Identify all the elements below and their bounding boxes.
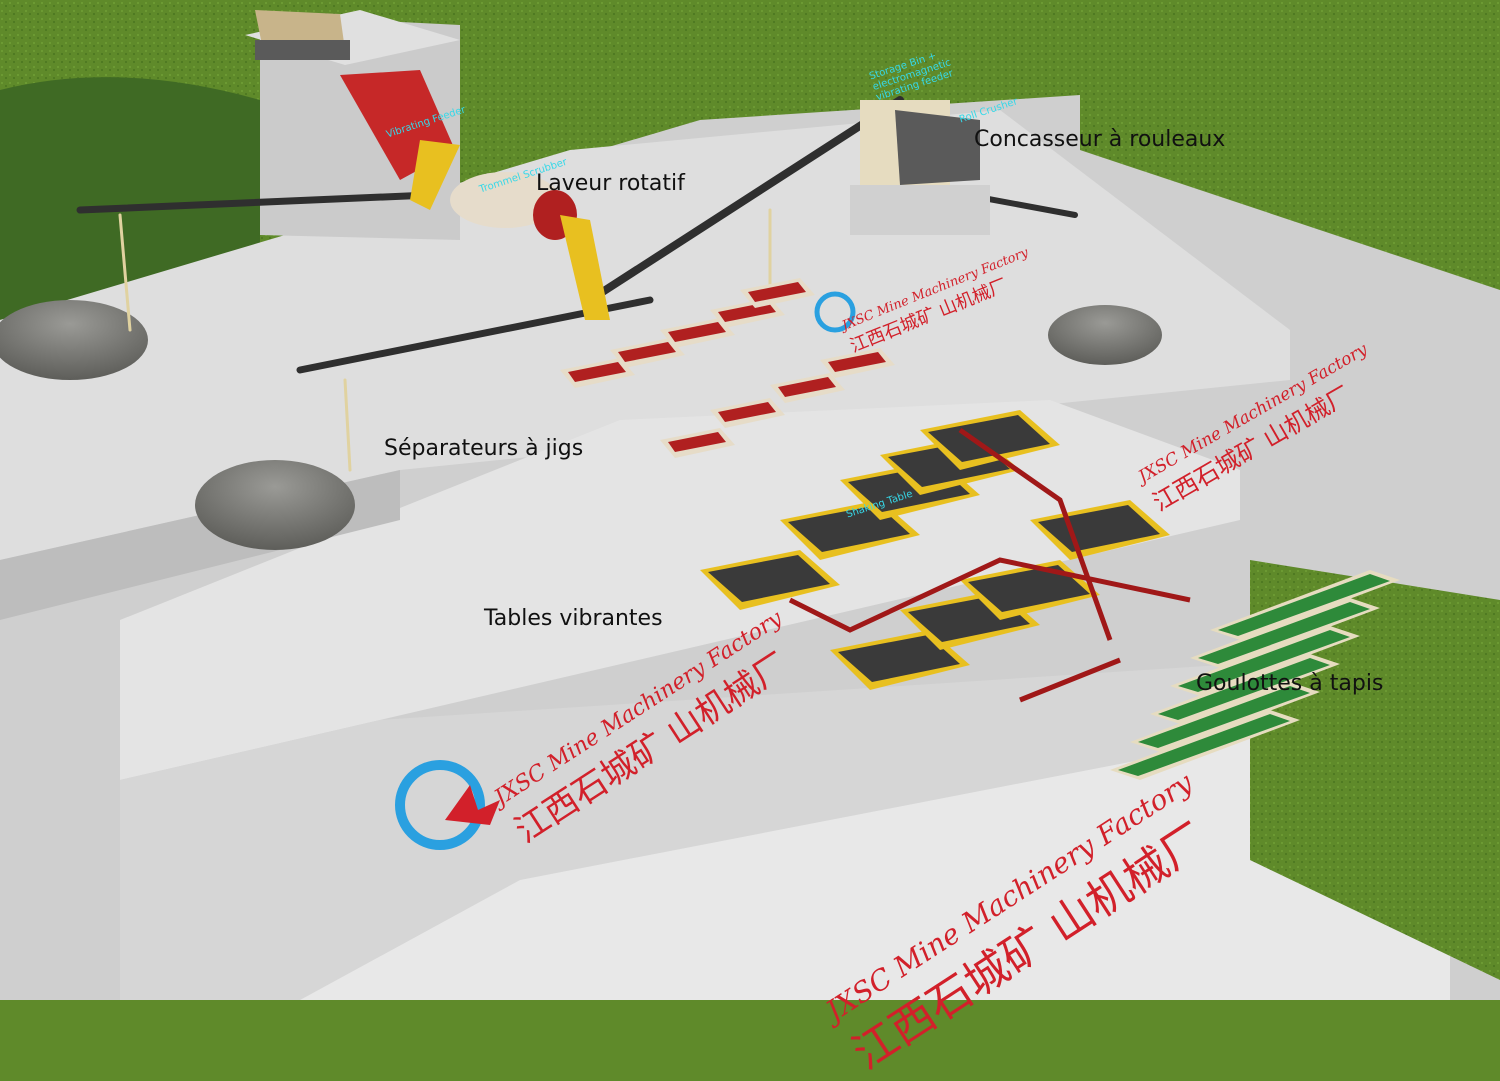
roll-crusher — [850, 100, 990, 235]
dump-truck — [255, 10, 350, 60]
jig-bed — [668, 322, 726, 342]
jig-bed — [718, 402, 776, 422]
sluice-carpet — [1198, 602, 1370, 664]
jig-bed — [828, 352, 886, 372]
label-sluices: Goulottes à tapis — [1196, 671, 1384, 696]
sluice-carpet — [1138, 686, 1310, 748]
sluice-carpet — [1218, 574, 1390, 636]
table-deck — [838, 635, 960, 682]
sluice-carpet — [1178, 630, 1350, 692]
logo-icon — [395, 291, 856, 850]
jig-bed — [748, 282, 806, 302]
stockpile — [0, 300, 148, 380]
table-deck — [928, 415, 1050, 462]
label-tables: Tables vibrantes — [484, 606, 663, 631]
label-crusher: Concasseur à rouleaux — [974, 127, 1226, 152]
sluice-carpet — [1118, 714, 1290, 776]
trommel-scrubber — [450, 172, 610, 320]
jig-bed — [568, 362, 626, 382]
stockpile — [1048, 305, 1162, 365]
table-deck — [968, 565, 1090, 612]
jig-bed — [668, 432, 726, 452]
stockpile — [195, 460, 355, 550]
jig-bed — [778, 377, 836, 397]
slurry-pipes — [788, 427, 1191, 703]
plant-scene — [0, 0, 1500, 1000]
sluice-carpet — [1158, 658, 1330, 720]
vibrating-feeder — [340, 70, 460, 210]
jig-bed — [618, 342, 676, 362]
jig-bed — [718, 302, 776, 322]
table-deck — [708, 555, 830, 602]
carpet-sluices — [1110, 570, 1400, 780]
label-trommel: Laveur rotatif — [536, 171, 685, 196]
jig-separators — [560, 278, 895, 458]
label-jigs: Séparateurs à jigs — [384, 436, 584, 461]
